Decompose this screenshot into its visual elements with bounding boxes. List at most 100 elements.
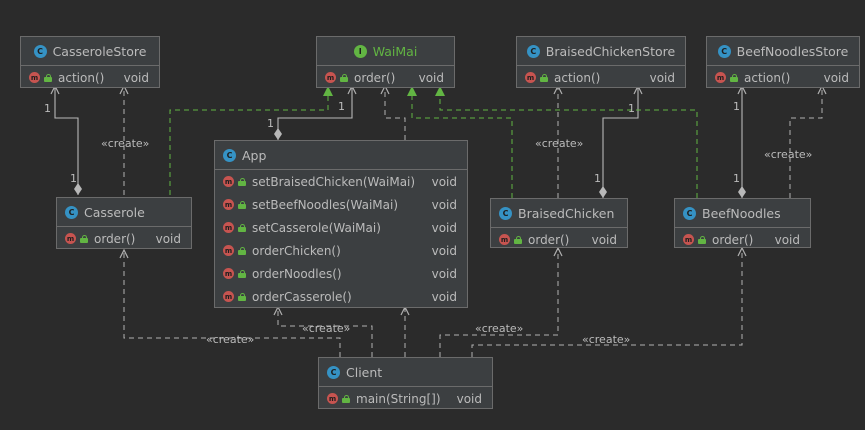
method-badge-icon: m (327, 393, 338, 404)
method-row: m setCasserole(WaiMai) void (215, 216, 467, 239)
class-badge-icon: C (33, 44, 47, 58)
create-label-client-braisedchicken: «create» (475, 322, 524, 335)
public-lock-icon (540, 73, 548, 82)
edge-beefnoodles-create-store (789, 86, 822, 198)
method-return: void (431, 289, 457, 304)
method-name: order() (94, 231, 136, 246)
create-label-client-casserole: «create» (206, 333, 255, 346)
edge-casserole-casserolestore (55, 86, 78, 195)
public-lock-icon (514, 235, 522, 244)
method-badge-icon: m (65, 233, 76, 244)
method-badge-icon: m (223, 245, 234, 256)
method-badge-icon: m (325, 72, 336, 83)
class-name: BraisedChickenStore (545, 43, 676, 59)
class-braised-chicken-store[interactable]: C BraisedChickenStore m action() void (516, 36, 686, 88)
multiplicity-app: 1 (267, 117, 274, 130)
class-badge-icon: C (327, 365, 340, 379)
multiplicity-waimai: 1 (338, 100, 345, 113)
method-return: void (431, 197, 457, 212)
method-badge-icon: m (29, 72, 40, 83)
class-badge-icon: C (499, 206, 512, 220)
method-badge-icon: m (715, 72, 726, 83)
class-casserole[interactable]: C Casserole m order() void (56, 197, 192, 249)
class-name: BeefNoodlesStore (736, 43, 849, 59)
method-badge-icon: m (223, 176, 234, 187)
method-name: action() (58, 70, 105, 85)
method-row: m action() void (21, 66, 159, 89)
class-casserole-store[interactable]: C CasseroleStore m action() void (20, 36, 160, 88)
class-header: C BraisedChickenStore (517, 37, 685, 66)
method-row: m orderChicken() void (215, 239, 467, 262)
edge-app-waimai (278, 86, 352, 140)
method-row: m order() void (317, 66, 454, 89)
edge-app-create-waimai (385, 86, 406, 140)
class-header: C App (215, 141, 467, 170)
create-label-casserole: «create» (101, 137, 150, 150)
class-client[interactable]: C Client m main(String[]) void (318, 357, 493, 409)
method-name: setBeefNoodles(WaiMai) (252, 197, 398, 212)
class-header: C CasseroleStore (21, 37, 159, 66)
class-name: WaiMai (372, 43, 418, 59)
method-name: order() (354, 70, 396, 85)
public-lock-icon (238, 292, 246, 301)
public-lock-icon (238, 246, 246, 255)
aggregation-lines (55, 86, 742, 198)
class-braised-chicken[interactable]: C BraisedChicken m order() void (490, 198, 628, 248)
class-name: App (242, 147, 267, 163)
public-lock-icon (342, 394, 350, 403)
method-return: void (774, 232, 800, 247)
method-return: void (431, 266, 457, 281)
method-row: m setBeefNoodles(WaiMai) void (215, 193, 467, 216)
method-name: action() (744, 70, 791, 85)
create-label-client-beefnoodles: «create» (582, 333, 631, 346)
method-badge-icon: m (683, 234, 694, 245)
method-return: void (823, 70, 849, 85)
class-name: Casserole (84, 204, 145, 220)
method-return: void (591, 232, 617, 247)
method-badge-icon: m (499, 234, 510, 245)
method-row: m orderCasserole() void (215, 285, 467, 308)
class-app[interactable]: C App m setBraisedChicken(WaiMai) void m… (214, 140, 468, 308)
public-lock-icon (238, 223, 246, 232)
method-badge-icon: m (223, 222, 234, 233)
create-label-client-app: «create» (302, 322, 351, 335)
method-badge-icon: m (525, 72, 536, 83)
class-badge-icon: C (223, 148, 236, 162)
public-lock-icon (340, 73, 348, 82)
public-lock-icon (238, 269, 246, 278)
class-name: Client (346, 364, 383, 380)
method-badge-icon: m (223, 268, 234, 279)
edge-client-create-casserole (124, 250, 341, 357)
class-badge-icon: C (683, 206, 696, 220)
method-return: void (418, 70, 444, 85)
edge-braisedchicken-waimai (407, 86, 513, 198)
method-row: m action() void (517, 66, 685, 89)
multiplicity-braisedchicken: 1 (594, 172, 601, 185)
class-beef-noodles[interactable]: C BeefNoodles m order() void (674, 198, 811, 248)
class-badge-icon: C (717, 44, 731, 58)
multiplicity-casserolestore: 1 (44, 102, 51, 115)
method-name: orderChicken() (252, 243, 341, 258)
class-name: BeefNoodles (702, 205, 781, 221)
method-name: setBraisedChicken(WaiMai) (252, 174, 416, 189)
method-name: order() (712, 232, 754, 247)
interface-badge-icon: I (353, 44, 367, 58)
method-return: void (155, 231, 181, 246)
method-row: m orderNoodles() void (215, 262, 467, 285)
public-lock-icon (698, 235, 706, 244)
dependency-lines (124, 86, 822, 357)
public-lock-icon (238, 200, 246, 209)
method-row: m action() void (707, 66, 859, 89)
method-name: orderNoodles() (252, 266, 342, 281)
method-return: void (649, 70, 675, 85)
multiplicity-casserole: 1 (70, 172, 77, 185)
public-lock-icon (44, 73, 52, 82)
class-name: CasseroleStore (52, 43, 147, 59)
interface-waimai[interactable]: I WaiMai m order() void (316, 36, 455, 88)
class-beef-noodles-store[interactable]: C BeefNoodlesStore m action() void (706, 36, 860, 88)
edge-braisedchicken-store (603, 86, 638, 198)
method-return: void (123, 70, 149, 85)
method-name: action() (554, 70, 601, 85)
multiplicity-beefnoodles: 1 (733, 172, 740, 185)
public-lock-icon (238, 177, 246, 186)
